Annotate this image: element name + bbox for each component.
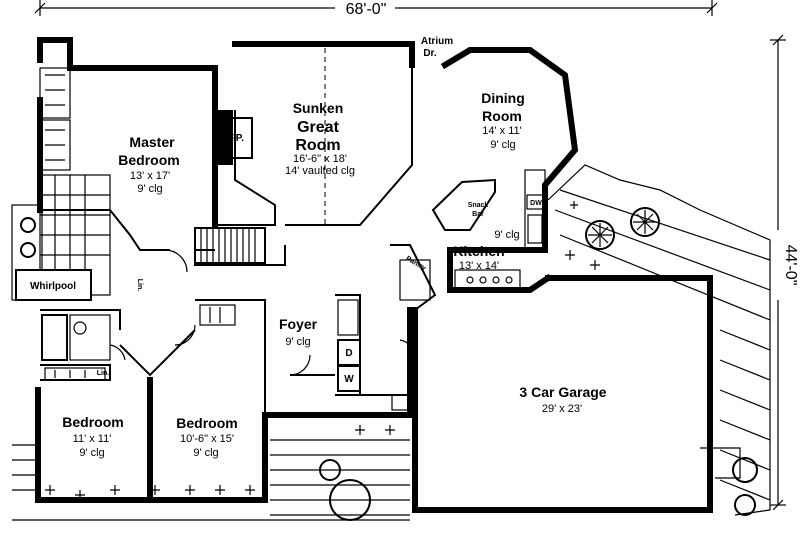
room-label-bedroom-2: Bedroom 10'-6" x 15' 9' clg [176,415,237,459]
great-room-name-2: Great [297,119,339,136]
foyer-ceiling: 9' clg [285,336,310,348]
atrium-door: Atrium Dr. [421,36,453,59]
washer-label: W [344,374,354,385]
bedroom-1-dims: 11' x 11' [73,433,112,445]
dining-room-name-2: Room [482,108,522,124]
garage-entry [700,447,741,479]
garage-dims: 29' x 23' [542,403,582,415]
bedroom-1-name: Bedroom [62,414,123,430]
bedroom-2-ceiling: 9' clg [193,447,218,459]
room-label-kitchen: 9' clg Kitchen 13' x 14' [453,229,519,272]
room-label-foyer: Foyer 9' clg [279,316,318,348]
overall-width-label: 68'-0" [346,1,387,18]
kitchen-ceiling: 9' clg [494,229,519,241]
kitchen-fixtures: Snack Bar DW Pantry [399,169,546,301]
landscaping [12,164,771,521]
great-room-dims: 16'-6" x 18' [293,153,347,165]
room-label-master-bedroom: Master Bedroom 13' x 17' 9' clg [118,134,179,195]
master-bedroom-ceiling: 9' clg [137,183,162,195]
foyer-name: Foyer [279,316,318,332]
hall-bath [41,314,111,361]
laundry: D W [337,299,411,411]
great-room-name-3: Room [295,137,340,154]
bedroom-1-ceiling: 9' clg [79,447,104,459]
overall-width-dimension: 68'-0" [34,0,718,18]
room-label-bedroom-1: Bedroom 11' x 11' 9' clg [62,414,123,459]
fireplace-label: F.P. [228,133,244,144]
door-swings [109,249,416,376]
kitchen-dims: 13' x 14' [459,260,499,272]
dryer-label: D [345,348,352,359]
overall-depth-label: 44'-0" [782,245,799,286]
room-label-garage: 3 Car Garage 29' x 23' [519,384,606,415]
room-label-dining-room: Dining Room 14' x 11' 9' clg [481,90,525,151]
fireplace: F.P. [215,110,253,165]
master-closets [39,67,71,171]
master-bath: Whirlpool [15,174,111,301]
dining-room-ceiling: 9' clg [490,139,515,151]
snack-bar-label-1: Snack [468,202,489,209]
great-room-name-1: Sunken [293,100,344,116]
dining-room-dims: 14' x 11' [482,125,521,137]
master-bedroom-name-1: Master [129,134,175,150]
kitchen-name: Kitchen [453,243,504,259]
linen-closet-label-1: Lin. [136,279,143,291]
atrium-door-label-2: Dr. [423,48,437,59]
great-room-ceiling: 14' vaulted clg [285,165,355,177]
stairs [194,227,266,264]
linen-closet-label-2: Lin. [97,370,109,377]
snack-bar-label-2: Bar [472,211,484,218]
master-bedroom-name-2: Bedroom [118,152,179,168]
overall-depth-dimension: 44'-0" [770,34,799,511]
bedroom-2-dims: 10'-6" x 15' [180,433,234,445]
room-label-great-room: Sunken Great Room 16'-6" x 18' 14' vault… [285,100,355,177]
garage-name: 3 Car Garage [519,384,606,400]
bedroom-2-name: Bedroom [176,415,237,431]
dishwasher-label: DW [530,200,542,207]
linen-closets: Lin. Lin. [97,279,143,377]
whirlpool-label: Whirlpool [30,281,76,292]
bedroom-closets [44,304,236,381]
atrium-door-label-1: Atrium [421,36,453,47]
master-bedroom-dims: 13' x 17' [130,170,170,182]
dining-room-name-1: Dining [481,90,525,106]
